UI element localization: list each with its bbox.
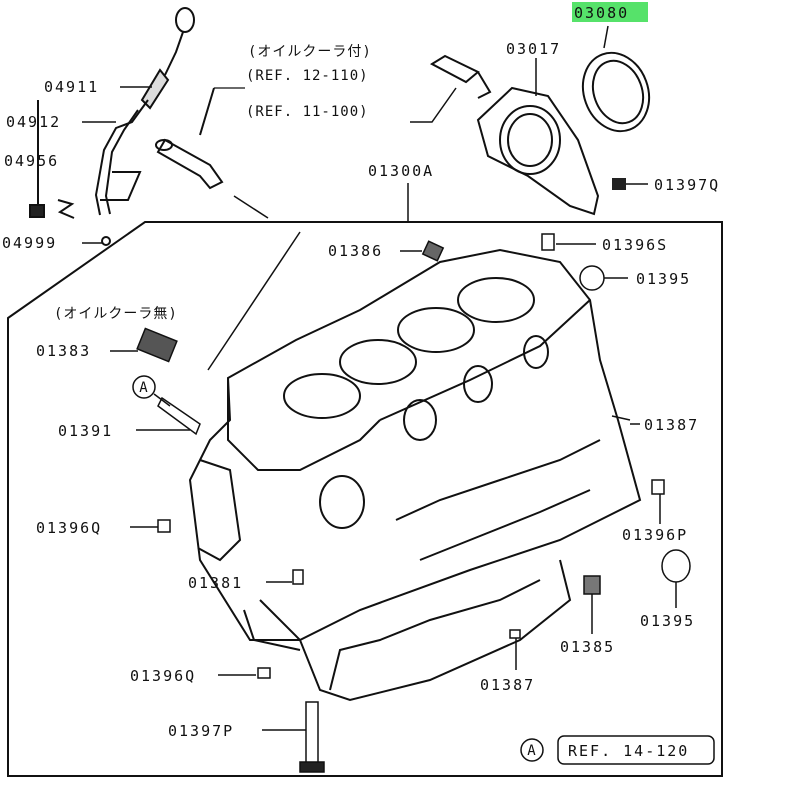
small-parts: [110, 233, 691, 773]
assembly-frame: [7, 221, 723, 777]
part-label-01396s[interactable]: 01396S: [602, 236, 668, 254]
leader-block-front: [207, 231, 301, 371]
leader-oil-cooler: [233, 195, 269, 219]
rear-oil-seal-case: [476, 86, 600, 216]
ref-12-110[interactable]: (REF. 12-110): [246, 68, 369, 84]
part-label-01396q-bottom[interactable]: 01396Q: [130, 667, 196, 685]
part-label-01396q-left[interactable]: 01396Q: [36, 519, 102, 537]
marker-a-ref: [520, 738, 544, 762]
part-label-01383[interactable]: 01383: [36, 342, 91, 360]
part-label-04999[interactable]: 04999: [2, 234, 57, 252]
gasket-strip: [410, 54, 492, 123]
marker-a-left: [132, 375, 156, 399]
part-label-01387-bottom[interactable]: 01387: [480, 676, 535, 694]
bolt-01397q: [612, 178, 648, 190]
part-label-01397p[interactable]: 01397P: [168, 722, 234, 740]
part-label-01397q[interactable]: 01397Q: [654, 176, 720, 194]
part-label-01381[interactable]: 01381: [188, 574, 243, 592]
part-label-01395-right[interactable]: 01395: [640, 612, 695, 630]
dipstick-assembly: [29, 7, 195, 246]
part-label-04956[interactable]: 04956: [4, 152, 59, 170]
note-with-oil-cooler: (オイルクーラ付): [248, 44, 372, 60]
part-label-01385[interactable]: 01385: [560, 638, 615, 656]
part-label-03017[interactable]: 03017: [506, 40, 561, 58]
ref-14-120[interactable]: REF. 14-120: [568, 742, 689, 760]
part-label-01391[interactable]: 01391: [58, 422, 113, 440]
part-label-01396p[interactable]: 01396P: [622, 526, 688, 544]
highlight-03080: [572, 2, 648, 22]
ref-11-100[interactable]: (REF. 11-100): [246, 104, 369, 120]
part-label-04911[interactable]: 04911: [44, 78, 99, 96]
marker-a-left-label: A: [139, 380, 148, 396]
oil-cooler-fitting: [155, 87, 224, 190]
part-label-01387-right[interactable]: 01387: [644, 416, 699, 434]
part-label-01300a[interactable]: 01300A: [368, 162, 434, 180]
part-label-04912[interactable]: 04912: [6, 113, 61, 131]
marker-a-ref-label: A: [527, 743, 536, 759]
part-label-01395-top[interactable]: 01395: [636, 270, 691, 288]
cylinder-block: [188, 248, 642, 702]
note-without-oil-cooler: (オイルクーラ無): [54, 306, 178, 322]
part-label-03080[interactable]: 03080: [574, 4, 629, 22]
part-label-01386[interactable]: 01386: [328, 242, 383, 260]
oil-seal: [581, 51, 651, 133]
leader-03080: [603, 25, 609, 49]
ref-14-120-box: [557, 735, 715, 765]
